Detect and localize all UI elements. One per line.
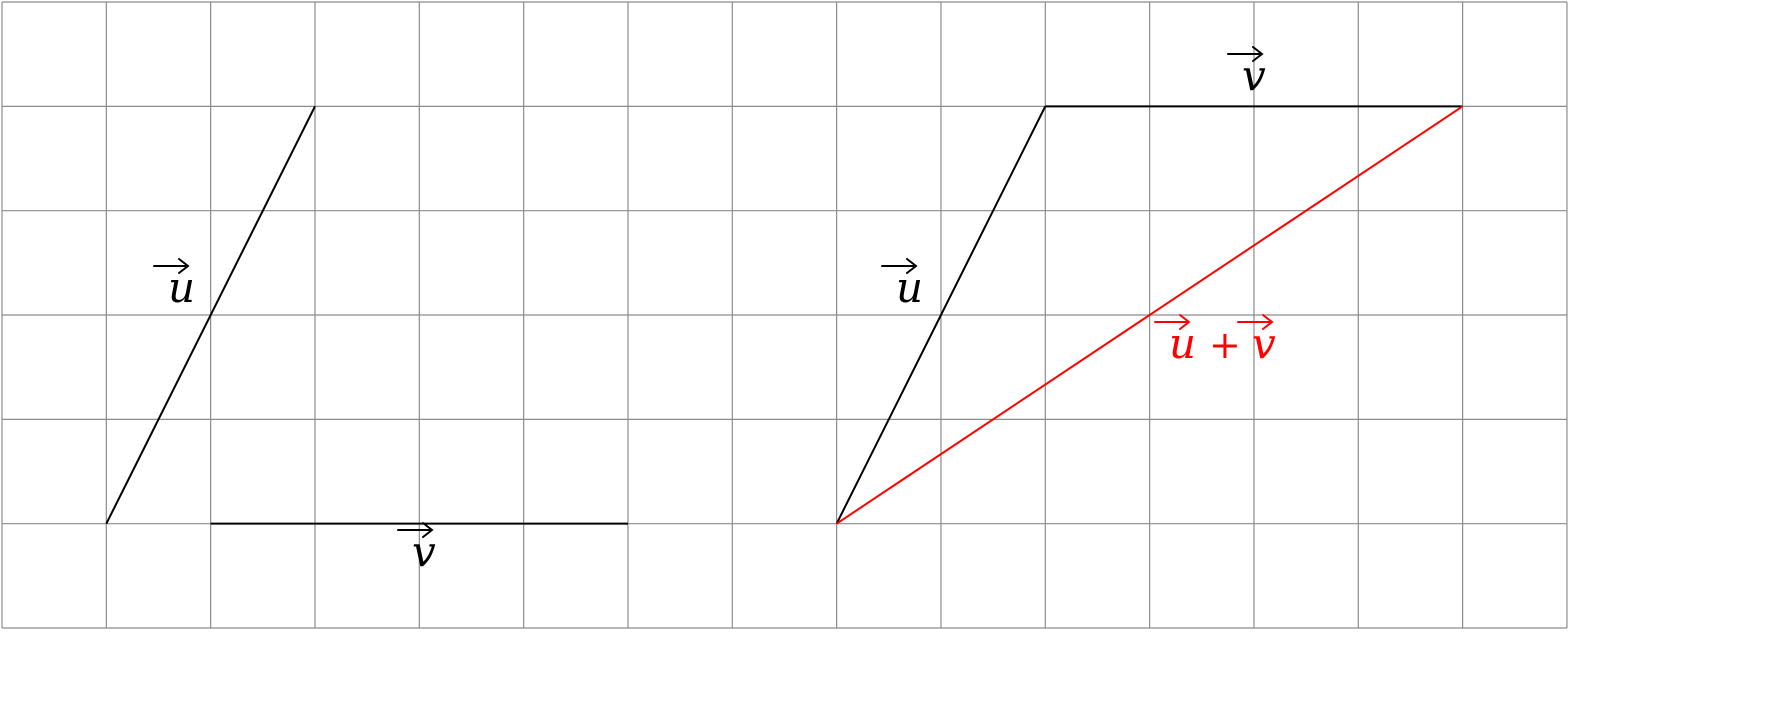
- sum-label-plus: +: [1209, 323, 1241, 367]
- left-label-v: v: [397, 522, 436, 576]
- grid: [1, 1, 1568, 629]
- right-label-u-arrow: [881, 258, 918, 274]
- sum-label-u-arrow: [1154, 314, 1191, 330]
- right-label-v: v: [1227, 46, 1266, 100]
- left-label-v-arrow: [397, 522, 434, 538]
- left-vector-u: [105, 105, 316, 525]
- sum-label-v-arrow: [1237, 314, 1274, 330]
- right-label-v-text: v: [1242, 51, 1266, 100]
- right-vector-u: [835, 105, 1047, 525]
- right-label-v-arrow: [1227, 46, 1264, 62]
- right-label-u: u: [881, 258, 923, 312]
- sum-label: u + v: [1154, 314, 1276, 368]
- left-label-u: u: [153, 258, 195, 312]
- sum-label-v-text: v: [1252, 319, 1276, 368]
- left-label-u-arrow: [153, 258, 190, 274]
- left-label-v-text: v: [412, 527, 436, 576]
- right-vector-sum: [836, 105, 1464, 525]
